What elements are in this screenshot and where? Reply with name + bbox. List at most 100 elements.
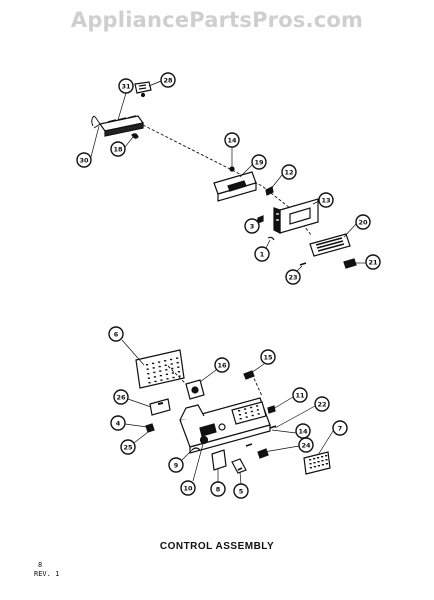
callout-number: 20	[358, 218, 368, 226]
vent-dot	[146, 364, 149, 366]
vent-dot	[309, 459, 312, 461]
vent-dot	[325, 463, 328, 465]
callout-circle	[233, 483, 249, 499]
perforated-cover	[135, 349, 185, 389]
callout-circle	[118, 78, 134, 94]
vent-dot	[159, 374, 162, 377]
callout-circle	[168, 457, 184, 473]
vent-dot	[257, 413, 260, 415]
leader-lines-bottom	[121, 339, 334, 485]
vent-dot	[239, 418, 242, 420]
vent-dot	[172, 376, 175, 379]
callout-number: 5	[239, 487, 244, 495]
callout-number: 22	[317, 400, 326, 408]
callout-12: 12	[281, 164, 297, 180]
callout-31: 31	[118, 78, 134, 94]
watermark: AppliancePartsPros.com	[70, 8, 364, 32]
callout-number: 11	[295, 391, 305, 399]
thermostat	[185, 379, 205, 400]
callout-number: 23	[288, 273, 297, 281]
callout-number: 4	[116, 419, 121, 427]
vent-dot	[158, 365, 161, 368]
vent-dot	[250, 410, 253, 413]
vent-dot	[309, 463, 312, 465]
vent-dot	[321, 464, 324, 466]
vent-dot	[176, 362, 179, 364]
vent-dot	[313, 458, 316, 460]
top-assembly	[91, 81, 357, 269]
housing-part	[213, 166, 257, 202]
vent-dot	[159, 370, 162, 372]
mounting-bracket	[149, 398, 171, 416]
callout-circle	[365, 254, 381, 270]
callout-circle	[224, 132, 240, 148]
nameplate	[303, 451, 331, 475]
callout-19: 19	[251, 154, 267, 170]
callout-circle	[254, 246, 270, 262]
callout-circle	[214, 357, 230, 373]
callout-14: 14	[295, 423, 311, 439]
vent-dot	[244, 412, 247, 414]
callout-number: 25	[123, 443, 133, 451]
callout-number: 13	[321, 196, 330, 204]
diagram-caption: CONTROL ASSEMBLY	[159, 541, 275, 552]
vent-dot	[171, 372, 174, 374]
vent-dot	[178, 375, 181, 377]
callout-number: 28	[163, 76, 173, 84]
bracket-part	[134, 81, 152, 98]
vent-dot	[177, 366, 180, 368]
callout-25: 25	[120, 439, 136, 455]
callout-24: 24	[298, 437, 314, 453]
callout-15: 15	[260, 349, 276, 365]
vent-dot	[164, 360, 167, 362]
callout-number: 1	[260, 250, 265, 258]
callout-number: 24	[301, 441, 311, 449]
vent-dot	[313, 462, 316, 464]
vent-dot	[147, 373, 150, 375]
callout-6: 6	[108, 326, 124, 342]
callout-circle	[285, 269, 301, 285]
vent-dot	[245, 416, 248, 418]
vent-dot	[165, 373, 168, 375]
switch-bracket	[273, 198, 319, 234]
callout-20: 20	[355, 214, 371, 230]
callout-number: 19	[254, 158, 264, 166]
callout-13: 13	[318, 192, 334, 208]
callout-number: 26	[116, 393, 126, 401]
control-housing	[179, 397, 271, 454]
callout-9: 9	[168, 457, 184, 473]
vent-dot	[170, 358, 173, 361]
callout-circle	[110, 141, 126, 157]
callout-14: 14	[224, 132, 240, 148]
callout-circle	[108, 326, 124, 342]
callout-number: 18	[113, 145, 123, 153]
vent-dot	[321, 460, 324, 462]
callout-circle	[332, 420, 348, 436]
vent-dot	[164, 364, 167, 366]
vent-dot	[321, 456, 324, 458]
callout-circle	[160, 72, 176, 88]
callout-circle	[210, 481, 226, 497]
callout-circle	[298, 437, 314, 453]
callout-7: 7	[332, 420, 348, 436]
callout-circle	[113, 389, 129, 405]
callout-number: 15	[263, 353, 273, 361]
callout-number: 31	[121, 82, 131, 90]
callout-number: 14	[227, 136, 237, 144]
vent-dot	[148, 382, 151, 384]
callout-circle	[281, 164, 297, 180]
callout-circle	[292, 387, 308, 403]
vent-dot	[313, 466, 316, 468]
vent-dot	[325, 459, 328, 461]
callout-number: 8	[216, 485, 221, 493]
callout-4: 4	[110, 415, 126, 431]
vent-dot	[152, 362, 155, 365]
switch-bar	[91, 115, 145, 137]
callout-1: 1	[254, 246, 270, 262]
callout-number: 14	[298, 427, 308, 435]
callout-28: 28	[160, 72, 176, 88]
callout-21: 21	[365, 254, 381, 270]
callout-circle	[76, 152, 92, 168]
callout-circle	[110, 415, 126, 431]
